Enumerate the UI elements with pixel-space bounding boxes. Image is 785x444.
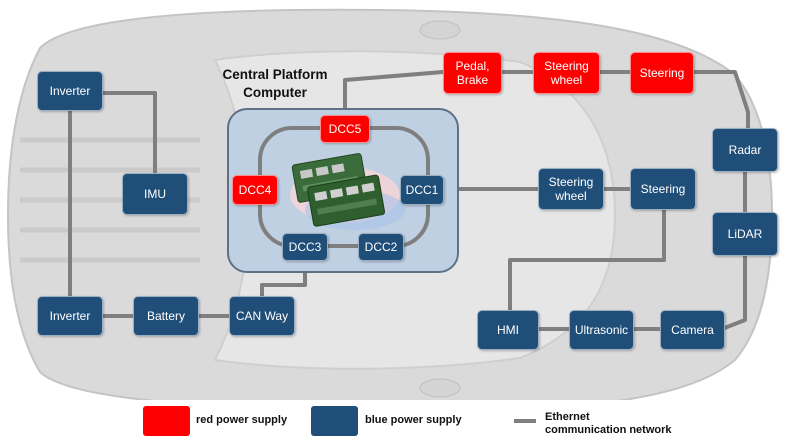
node-dcc3: DCC3	[282, 233, 328, 261]
node-dcc4: DCC4	[232, 175, 278, 205]
node-dcc5: DCC5	[320, 115, 370, 143]
node-inverter-top: Inverter	[37, 71, 103, 111]
node-pedal-brake: Pedal, Brake	[443, 52, 502, 94]
node-steering-red: Steering	[630, 52, 694, 94]
node-steering-wheel-blue: Steering wheel	[538, 168, 604, 210]
link-steering-hmi	[508, 205, 666, 312]
link-lidar-camera	[720, 254, 747, 331]
node-ultrasonic: Ultrasonic	[569, 310, 634, 350]
node-dcc1: DCC1	[400, 175, 444, 205]
legend-red-swatch	[143, 406, 190, 436]
legend-blue-label: blue power supply	[365, 414, 462, 426]
legend-blue-swatch	[311, 406, 358, 436]
node-hmi: HMI	[477, 310, 539, 350]
node-dcc2: DCC2	[358, 233, 404, 261]
node-can-way: CAN Way	[229, 296, 295, 336]
mirror-top	[419, 20, 461, 40]
node-inverter-bottom: Inverter	[37, 296, 103, 336]
platform-title: Central Platform Computer	[222, 67, 328, 100]
node-battery: Battery	[133, 296, 199, 336]
link-canway-platform	[260, 268, 307, 300]
node-lidar: LiDAR	[712, 212, 778, 256]
legend-network-line	[514, 419, 536, 423]
legend-network-label: Ethernet communication network	[545, 411, 672, 436]
node-steering-wheel-red: Steering wheel	[533, 52, 600, 94]
node-radar: Radar	[712, 128, 778, 172]
legend-red-label: red power supply	[196, 414, 288, 426]
node-camera: Camera	[660, 310, 725, 350]
link-steering-radar	[691, 70, 750, 130]
node-steering-blue: Steering	[630, 168, 696, 210]
link-platform-pedal	[343, 70, 445, 110]
node-imu: IMU	[122, 173, 188, 215]
car-hood-vents	[20, 137, 200, 263]
mirror-bottom	[419, 378, 461, 398]
